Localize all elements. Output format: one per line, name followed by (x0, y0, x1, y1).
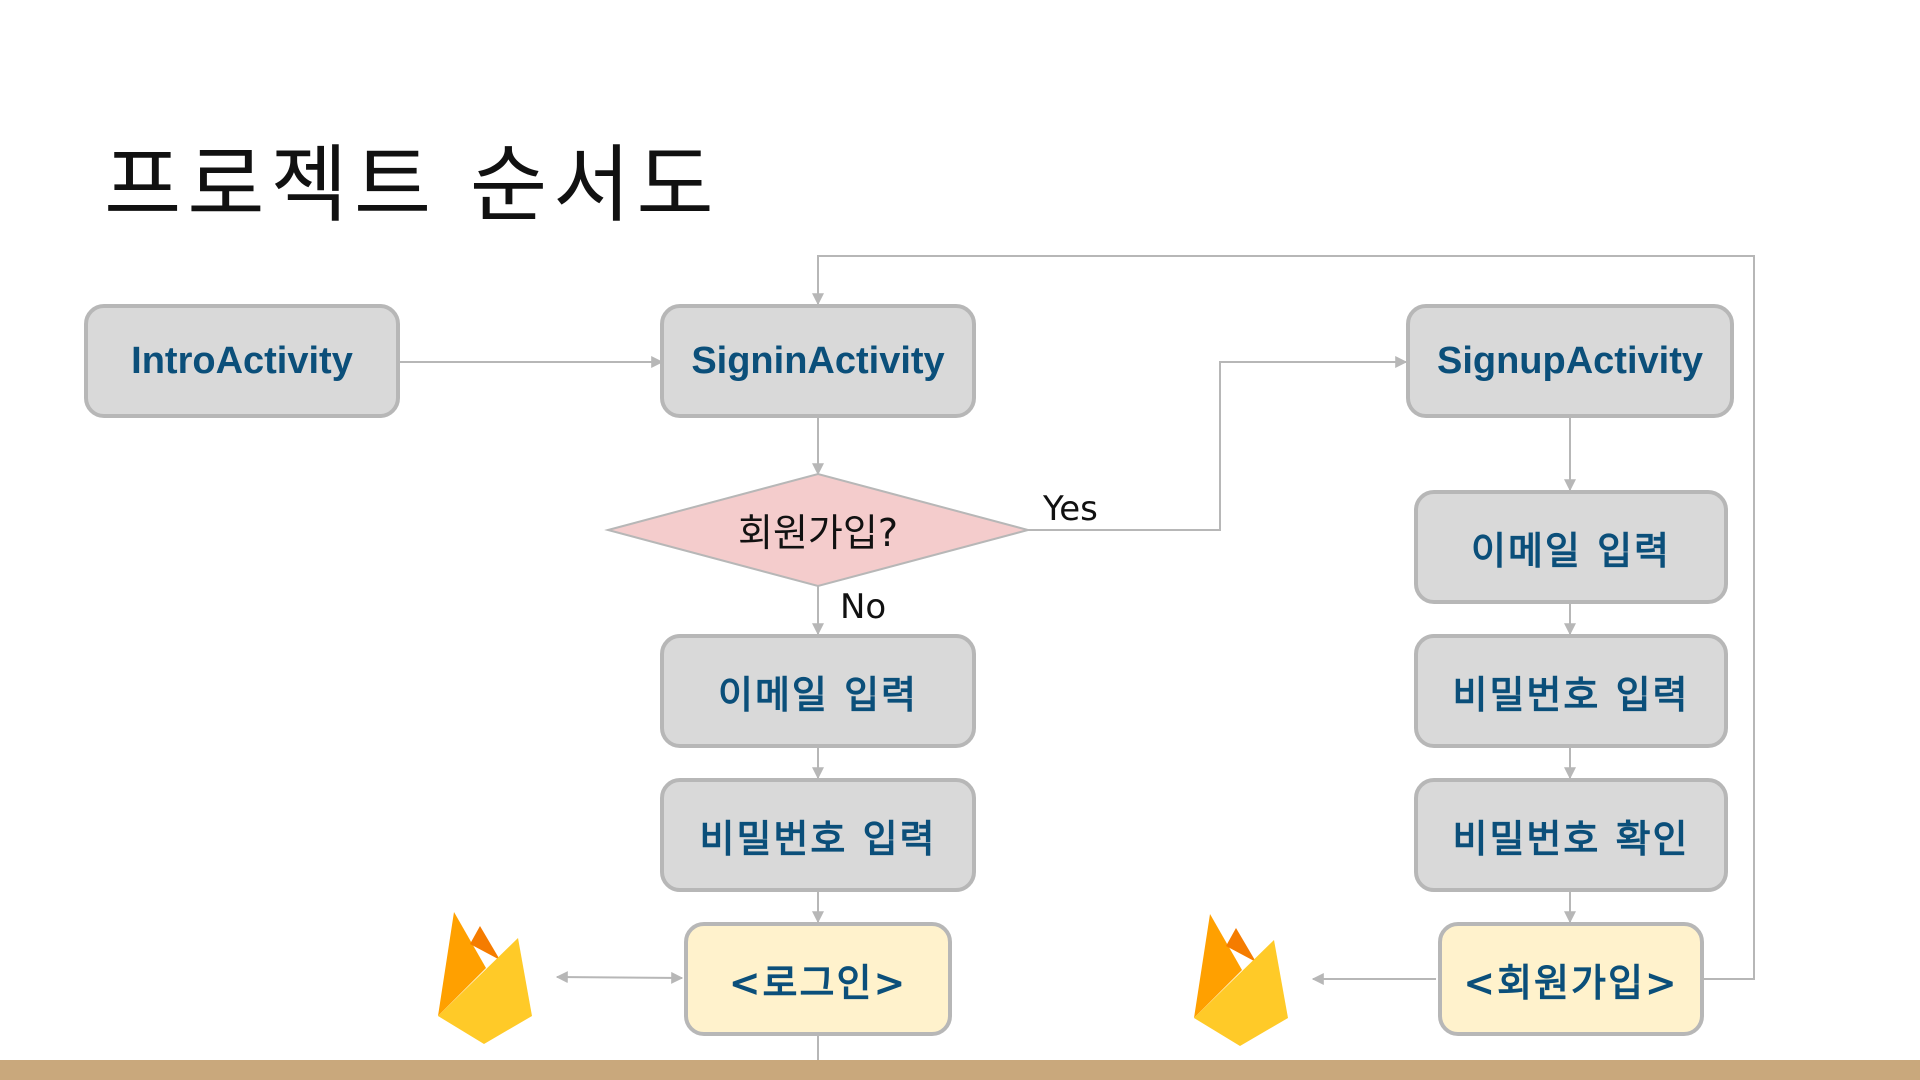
footer-bar (0, 1060, 1920, 1080)
page-title: 프로젝트 순서도 (104, 136, 720, 234)
node-register: <회원가입> (1438, 922, 1704, 1036)
edge-label-yes: Yes (1043, 489, 1098, 529)
node-signin-email-input: 이메일 입력 (660, 634, 976, 748)
decision-label: 회원가입? (737, 510, 898, 555)
node-signin-password-input: 비밀번호 입력 (660, 778, 976, 892)
firebase-icon (1194, 914, 1288, 1046)
node-label: 비밀번호 입력 (1452, 672, 1690, 717)
node-label: SigninActivity (691, 339, 945, 382)
node-label: <로그인> (728, 960, 908, 1005)
node-label: SignupActivity (1436, 339, 1704, 382)
node-label: 이메일 입력 (717, 672, 919, 717)
node-intro-activity: IntroActivity (84, 304, 400, 418)
node-signin-activity: SigninActivity (660, 304, 976, 418)
node-login: <로그인> (684, 922, 952, 1036)
node-label: 비밀번호 입력 (699, 816, 937, 861)
node-signup-password-input: 비밀번호 입력 (1414, 634, 1728, 748)
node-signup-password-confirm: 비밀번호 확인 (1414, 778, 1728, 892)
node-label: IntroActivity (131, 339, 353, 382)
edge-register-loop-signin (812, 255, 1755, 980)
edge-login-firebase (555, 971, 684, 984)
decision-diamond (604, 472, 1032, 588)
node-label: <회원가입> (1463, 960, 1679, 1005)
node-signup-email-input: 이메일 입력 (1414, 490, 1728, 604)
edge-decision-signup (1028, 356, 1408, 531)
firebase-icon (438, 912, 532, 1044)
node-label: 비밀번호 확인 (1452, 816, 1690, 861)
edge-label-no: No (840, 587, 887, 627)
node-label: 이메일 입력 (1470, 528, 1672, 573)
node-signup-activity: SignupActivity (1406, 304, 1734, 418)
